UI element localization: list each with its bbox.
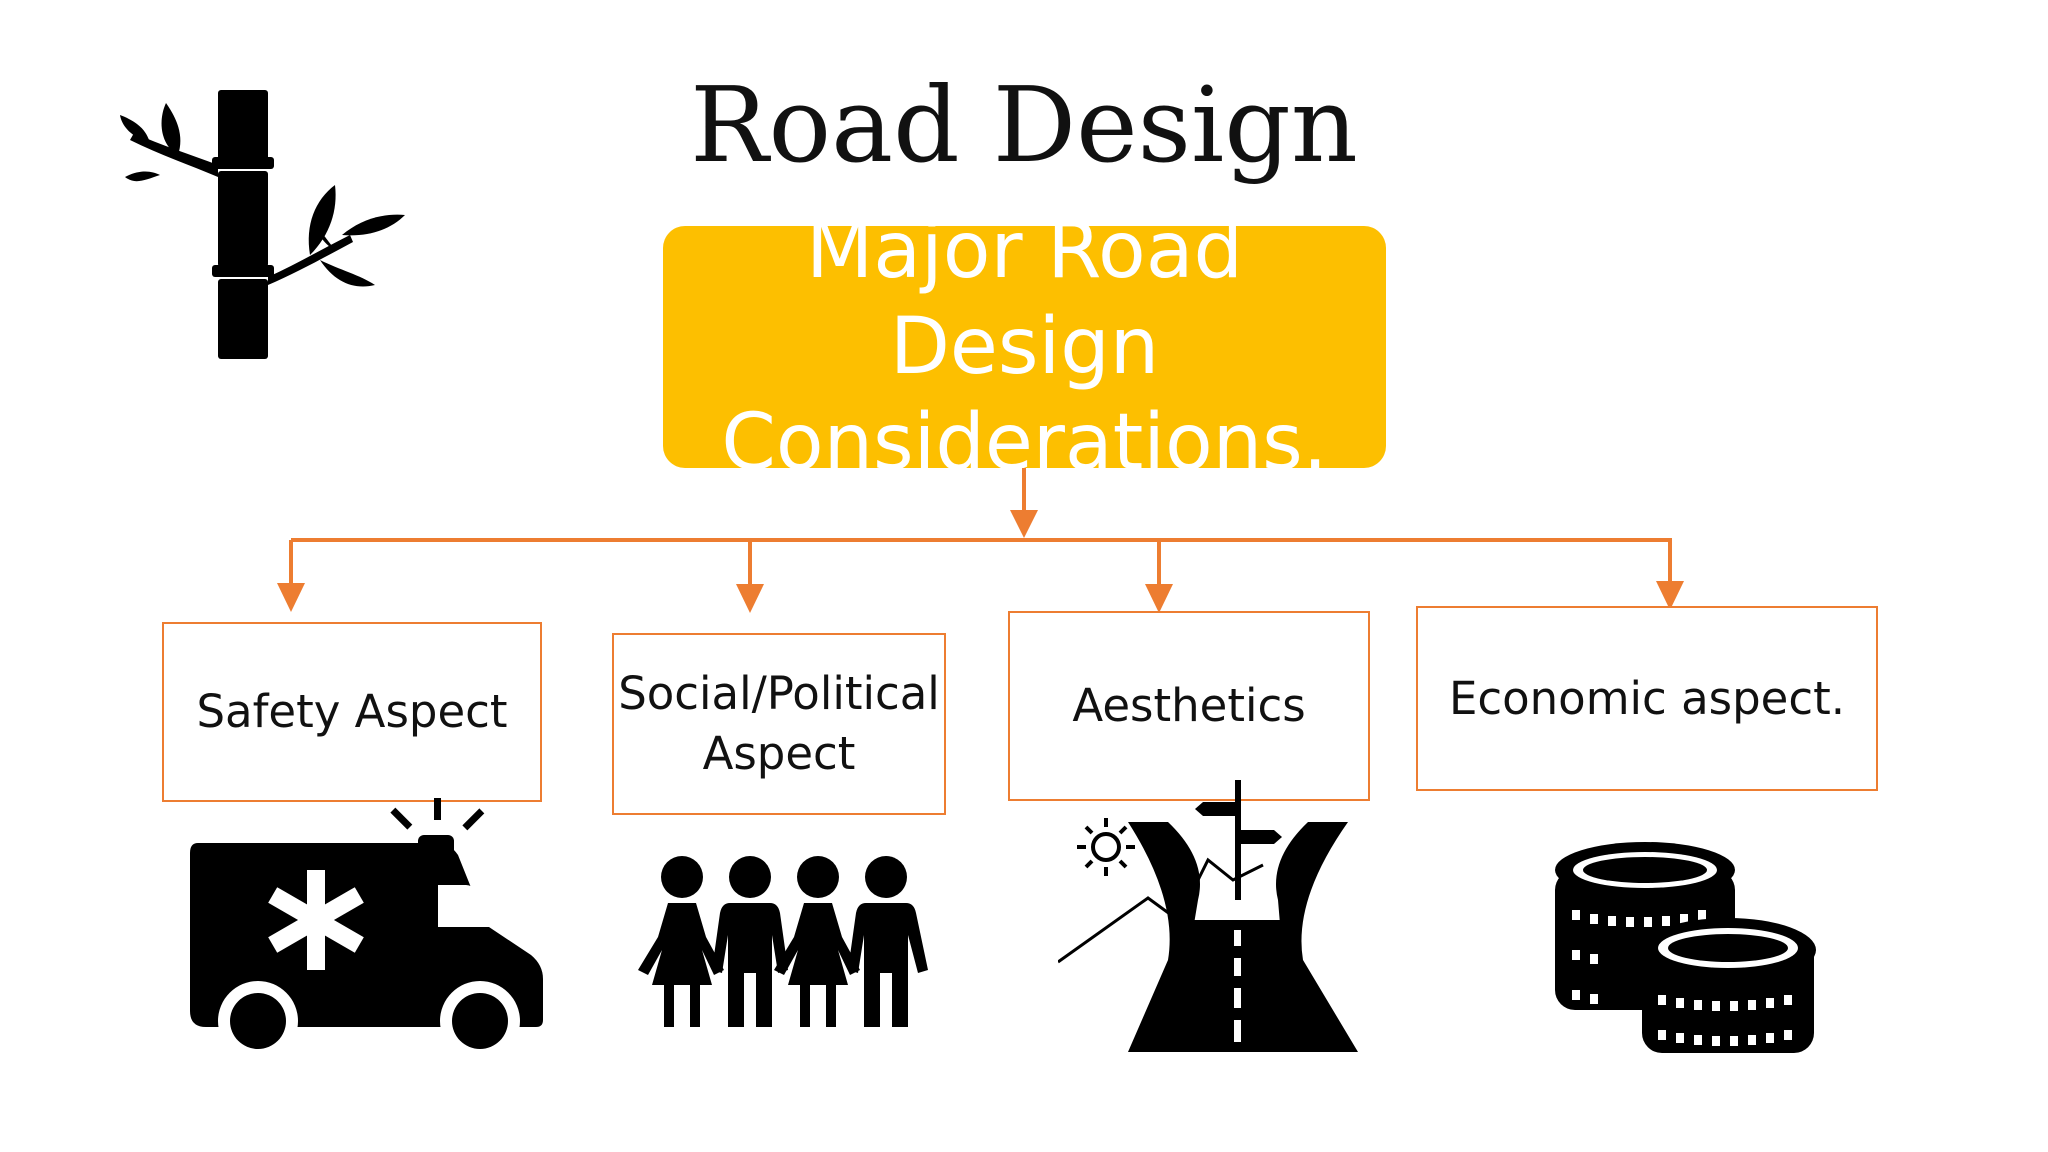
- aspect-label-aesthetics: Aesthetics: [1072, 679, 1306, 732]
- ambulance-icon: [190, 798, 543, 1060]
- coins-stack-icon: [1555, 842, 1816, 1053]
- aspect-label-social-line2: Aspect: [702, 727, 856, 780]
- road-crossroads-icon: [1058, 780, 1358, 1052]
- aspect-box-safety: Safety Aspect: [162, 622, 542, 802]
- bamboo-icon: [120, 90, 405, 359]
- arrow-head-main: [1010, 510, 1038, 538]
- main-considerations-box: Major Road Design Considerations.: [663, 206, 1386, 488]
- arrow-head-aesthetics: [1145, 584, 1173, 613]
- aspect-label-safety: Safety Aspect: [196, 685, 508, 738]
- arrow-head-social: [736, 584, 764, 613]
- main-box-line1: Major Road Design: [805, 206, 1244, 392]
- arrow-head-economic: [1656, 581, 1684, 610]
- aspect-label-social-line1: Social/Political: [618, 667, 940, 720]
- people-group-icon: [638, 856, 928, 1027]
- page-title: Road Design: [690, 64, 1358, 186]
- aspect-box-social: Social/Political Aspect: [612, 633, 946, 815]
- aspect-box-economic: Economic aspect.: [1416, 606, 1878, 791]
- aspect-label-economic: Economic aspect.: [1448, 671, 1846, 725]
- arrow-head-safety: [277, 583, 305, 612]
- aspect-box-aesthetics: Aesthetics: [1008, 611, 1370, 801]
